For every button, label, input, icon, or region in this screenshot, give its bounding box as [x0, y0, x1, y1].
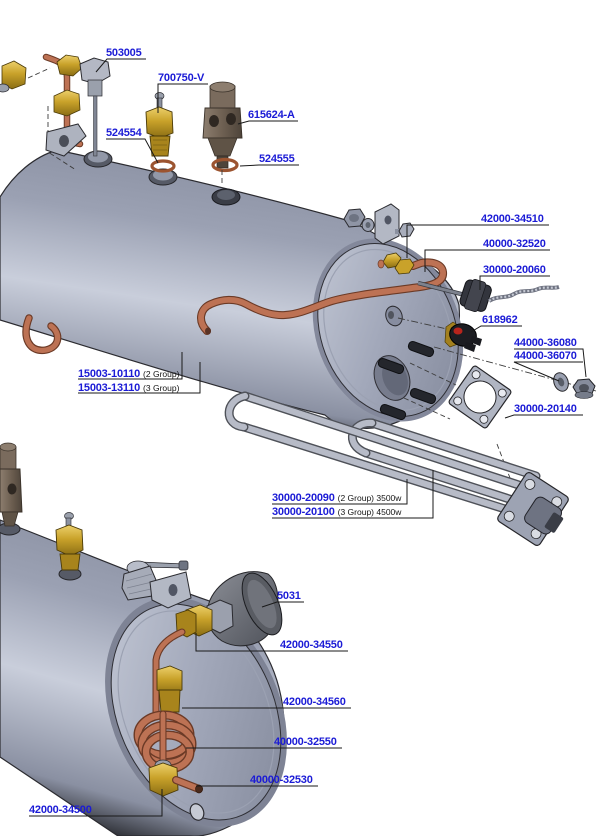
- brass-nut-icon: [56, 54, 83, 77]
- element-nut: [572, 378, 596, 399]
- part-number-link[interactable]: 42000-34550: [280, 639, 343, 651]
- heating-element: [224, 391, 569, 547]
- part-number-link[interactable]: 44000-36080: [514, 337, 577, 349]
- part-label: 44000-36070: [514, 349, 580, 362]
- part-label: 40000-32530: [250, 773, 316, 786]
- element-gasket: [448, 365, 512, 429]
- part-number-link[interactable]: 30000-20060: [483, 264, 546, 276]
- part-number-link[interactable]: 15003-10110: [78, 368, 141, 380]
- boiler-top-ports: [83, 150, 241, 206]
- water-level-pipe-circuit: [133, 628, 203, 797]
- brass-fitting-42000-34500: [148, 762, 179, 797]
- part-label: 40000-32550: [274, 735, 340, 748]
- element-washer: [553, 372, 569, 392]
- part-label: 42000-34550: [280, 638, 346, 651]
- stud-icon: [407, 340, 435, 358]
- stud-icon: [377, 357, 405, 375]
- part-label: 42000-34500: [29, 803, 95, 816]
- anti-vacuum-valve: [202, 81, 243, 169]
- part-number-link[interactable]: 42000-34510: [481, 213, 544, 225]
- part-label: 618962: [482, 313, 521, 326]
- mount-hardware: [343, 203, 415, 245]
- part-label: 503005: [106, 46, 145, 59]
- part-number-link[interactable]: 30000-20090: [272, 492, 335, 504]
- part-number-link[interactable]: 700750-V: [158, 72, 205, 84]
- safety-valve-lever: [121, 560, 189, 601]
- part-number-link[interactable]: 618962: [482, 314, 518, 326]
- part-label: 40000-32520: [483, 237, 549, 250]
- part-label: 42000-34560: [283, 695, 349, 708]
- stud-icon: [409, 387, 437, 405]
- part-label: 30000-20060: [483, 263, 549, 276]
- part-number-link[interactable]: 44000-36070: [514, 350, 577, 362]
- part-number-link[interactable]: 615624-A: [248, 109, 295, 121]
- thermostat-618962: [444, 321, 482, 352]
- expansion-valve: [145, 92, 174, 157]
- level-sensor-cable: [417, 279, 560, 312]
- part-label: 15003-13110(3 Group): [78, 382, 180, 394]
- part-number-link[interactable]: 42000-34560: [283, 696, 346, 708]
- part-number-link[interactable]: 40000-32530: [250, 774, 313, 786]
- face-port-hole: [189, 803, 205, 821]
- part-number-link[interactable]: 40000-32520: [483, 238, 546, 250]
- part-label: 15003-10110(2 Group): [78, 368, 180, 380]
- part-number-link[interactable]: 30000-20140: [514, 403, 577, 415]
- part-number-link[interactable]: 15003-13110: [78, 382, 141, 394]
- brass-nut-icon: [53, 89, 81, 117]
- lower-boiler-valves: [0, 442, 192, 609]
- part-label: 524554: [106, 126, 145, 139]
- part-number-link[interactable]: 5031: [277, 590, 301, 602]
- part-number-link[interactable]: 40000-32550: [274, 736, 337, 748]
- part-number-link[interactable]: 524555: [259, 153, 295, 165]
- part-label: 42000-34510: [481, 212, 547, 225]
- part-label: 615624-A: [248, 108, 298, 121]
- stud-icon: [379, 403, 407, 421]
- steam-pipe: [197, 258, 448, 335]
- boiler-face-features: [373, 305, 437, 421]
- part-number-link[interactable]: 42000-34500: [29, 804, 92, 816]
- inlet-fitting: [0, 60, 27, 93]
- brass-fitting-42000-34560: [156, 665, 183, 696]
- expansion-bell-5031: [175, 571, 283, 647]
- pipe-fitting-42000-34510: [377, 252, 415, 275]
- element-flange: [497, 471, 569, 547]
- part-label: 44000-36080: [514, 336, 580, 349]
- gasket-ring-524555: [211, 157, 239, 173]
- part-label: 524555: [259, 152, 298, 165]
- part-number-link[interactable]: 30000-20100: [272, 506, 335, 518]
- part-label: 700750-V: [158, 71, 207, 84]
- part-label: 5031: [277, 589, 304, 602]
- gasket-ring-524554: [150, 159, 176, 173]
- part-label: 30000-20090(2 Group) 3500w: [272, 492, 402, 504]
- part-number-link[interactable]: 503005: [106, 47, 142, 59]
- part-number-link[interactable]: 524554: [106, 127, 142, 139]
- part-label: 30000-20140: [514, 402, 580, 415]
- level-probe-assembly: [42, 53, 111, 157]
- leader-lines: [29, 58, 587, 817]
- part-label: 30000-20100(3 Group) 4500w: [272, 506, 402, 518]
- probe-rod: [93, 95, 98, 157]
